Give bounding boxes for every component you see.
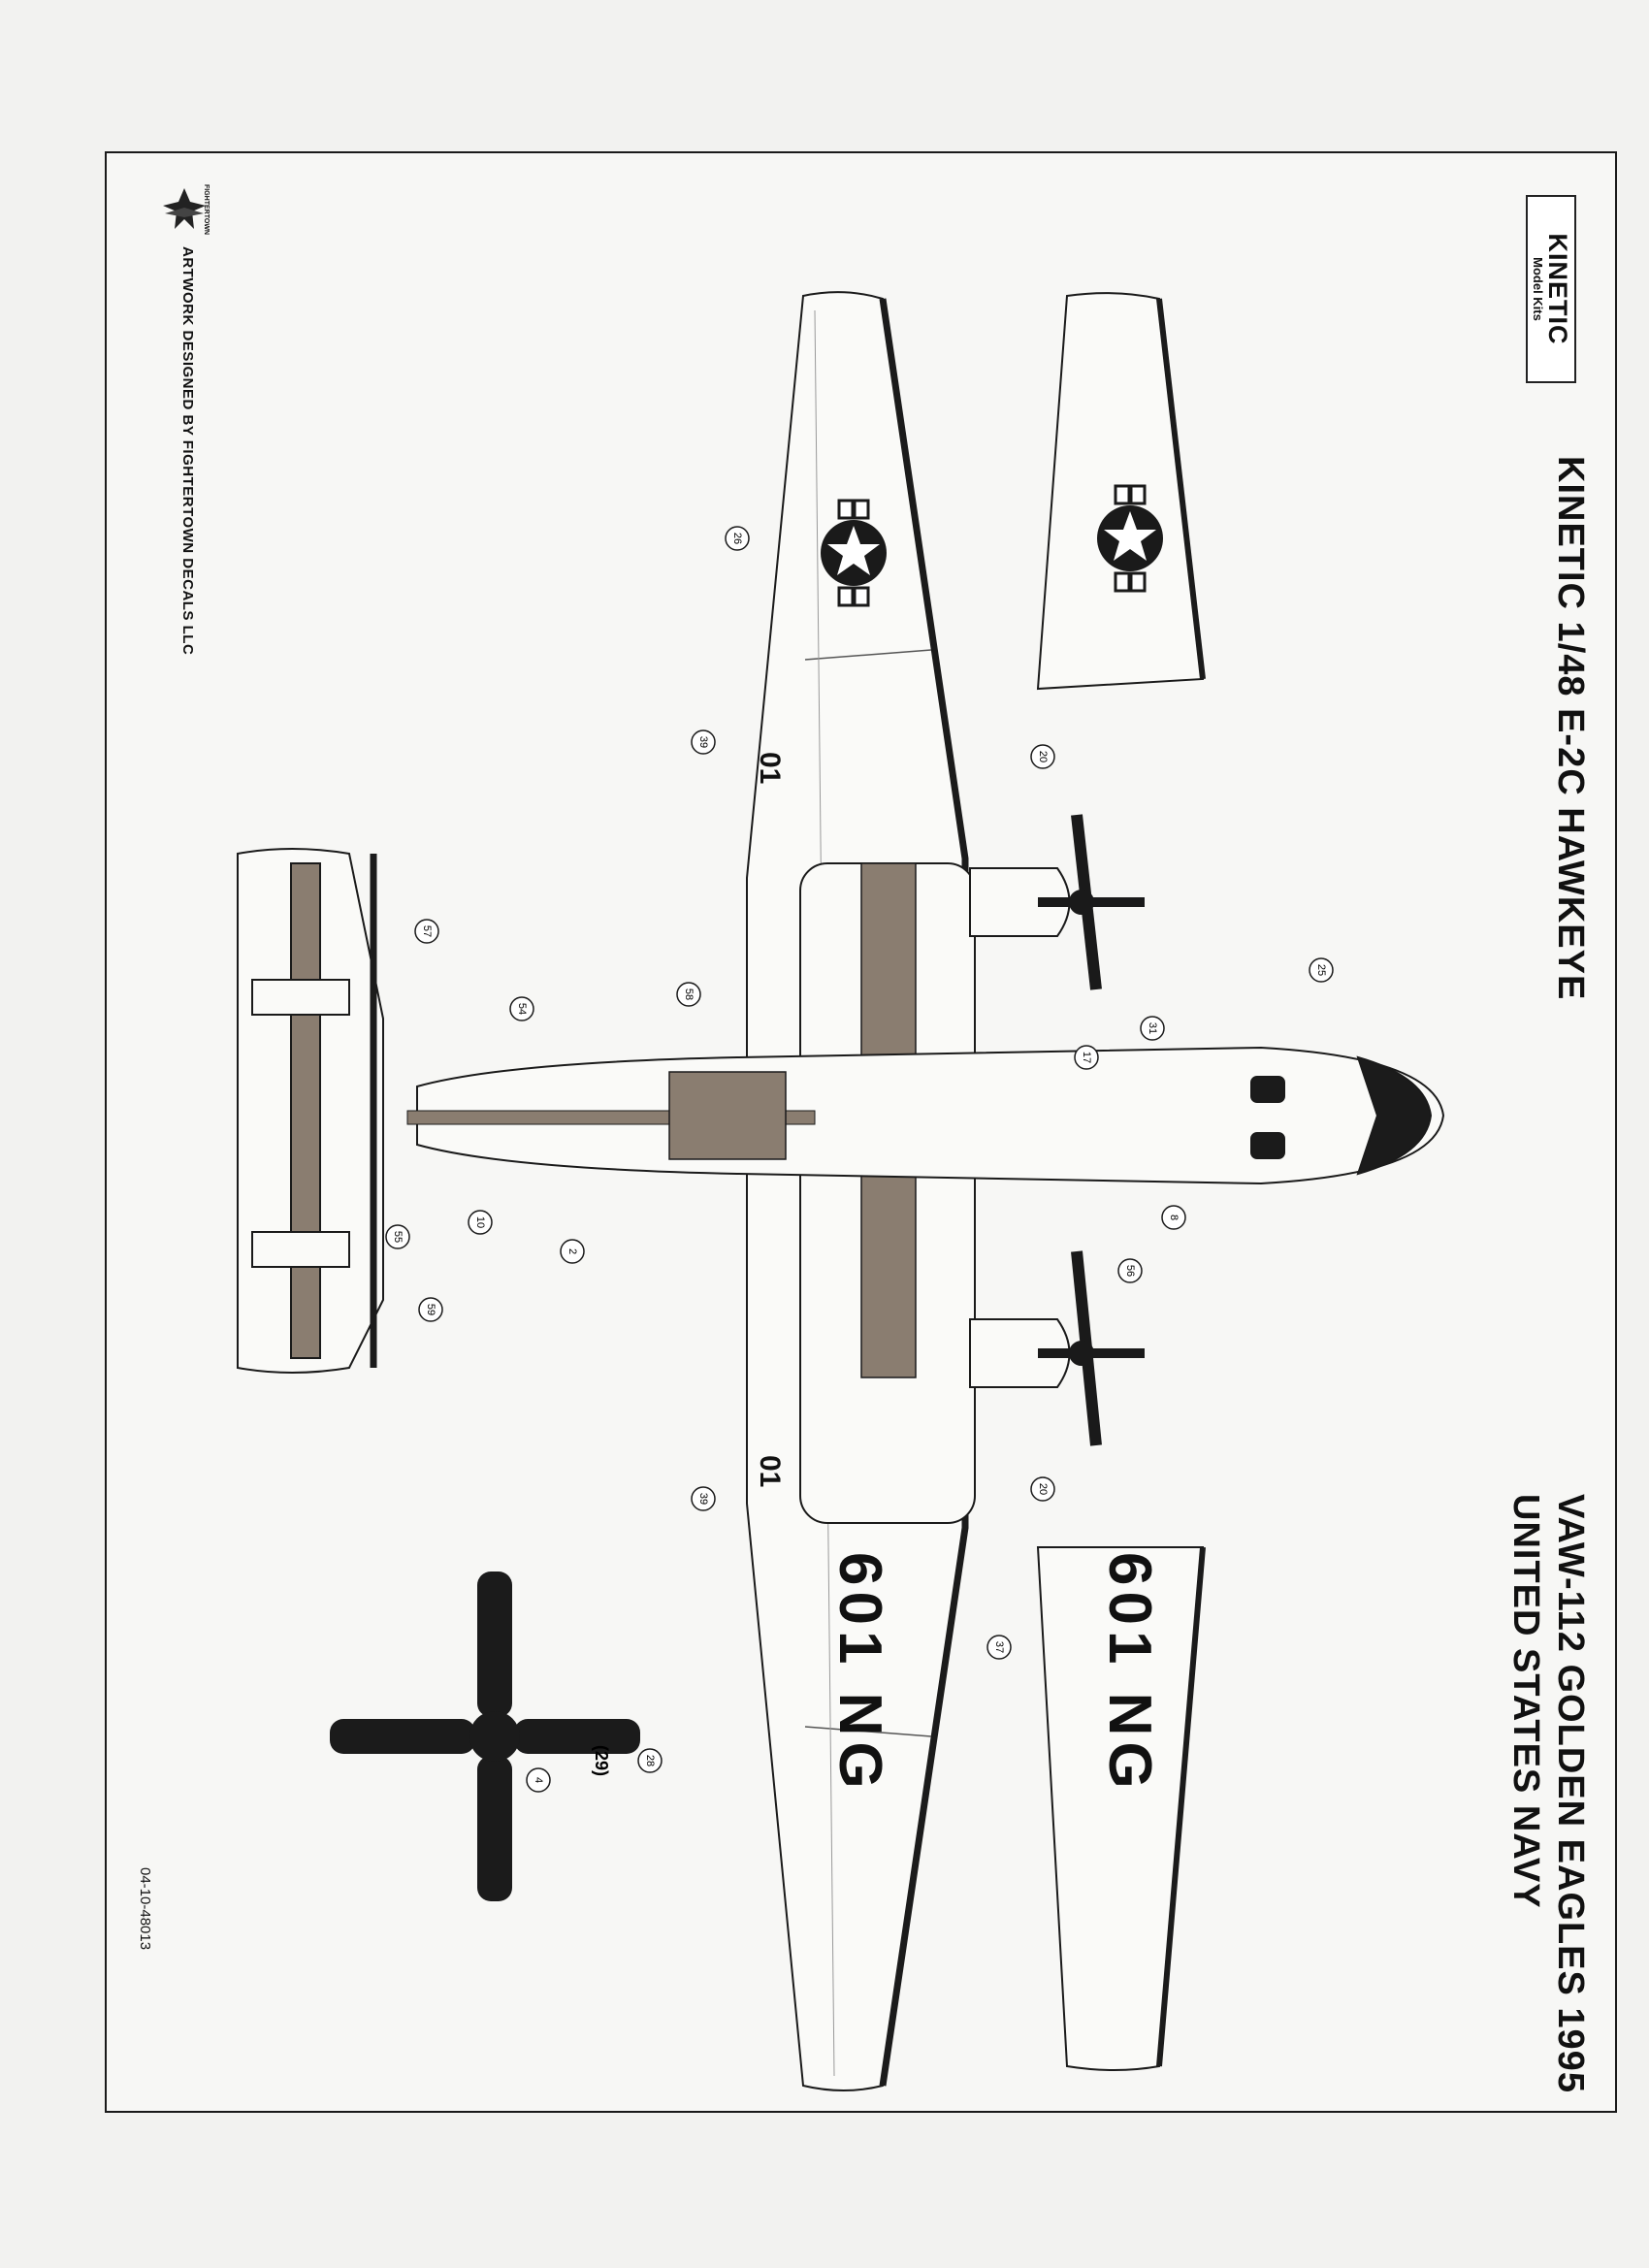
svg-text:57: 57 — [421, 925, 433, 937]
callout-55: 55 — [385, 1224, 410, 1249]
svg-text:39: 39 — [697, 736, 709, 748]
callout-20: 20 — [1030, 744, 1055, 769]
svg-text:55: 55 — [392, 1231, 404, 1243]
svg-text:(29): (29) — [592, 1745, 611, 1776]
svg-text:56: 56 — [1124, 1265, 1136, 1277]
tail-code-panel: 601 NG — [1096, 1552, 1163, 1795]
tail-code-main-wing: 601 NG — [826, 1552, 893, 1795]
svg-text:17: 17 — [1081, 1052, 1092, 1063]
svg-text:26: 26 — [731, 533, 743, 544]
svg-text:4: 4 — [533, 1777, 544, 1783]
callout-4: 4 — [526, 1767, 551, 1793]
modex-upper: 01 — [754, 752, 786, 785]
svg-text:25: 25 — [1315, 964, 1327, 976]
callout-8: 8 — [1161, 1205, 1186, 1230]
kinetic-logo: KINETIC Model Kits — [1526, 195, 1576, 383]
callout-25: 25 — [1309, 957, 1334, 983]
svg-text:58: 58 — [683, 988, 695, 1000]
spare-propeller — [330, 1571, 640, 1901]
tail-assembly — [237, 848, 384, 1374]
engine-nacelle-left — [969, 814, 1145, 990]
svg-text:28: 28 — [644, 1755, 656, 1766]
svg-text:2: 2 — [566, 1248, 578, 1254]
callout-10: 10 — [468, 1210, 493, 1235]
callout-26: 26 — [725, 526, 750, 551]
callout-57: 57 — [414, 919, 439, 944]
fuselage — [406, 1046, 1445, 1185]
callout-58: 58 — [676, 982, 701, 1007]
svg-text:59: 59 — [425, 1304, 436, 1315]
svg-text:54: 54 — [516, 1003, 528, 1015]
svg-text:20: 20 — [1037, 1483, 1049, 1495]
callout-39: 39 — [691, 729, 716, 755]
wing-center-section — [799, 862, 976, 1524]
callout-39: 39 — [691, 1486, 716, 1511]
callout-20: 20 — [1030, 1476, 1055, 1502]
callout-29: (29) — [592, 1745, 611, 1776]
callout-2: 2 — [560, 1239, 585, 1264]
callout-56: 56 — [1117, 1258, 1143, 1283]
callout-markers: 263920253117585457551028565920393728(29)… — [385, 526, 1334, 1793]
svg-text:10: 10 — [474, 1216, 486, 1228]
svg-text:39: 39 — [697, 1493, 709, 1505]
svg-text:20: 20 — [1037, 751, 1049, 762]
svg-text:37: 37 — [993, 1641, 1005, 1653]
callout-17: 17 — [1074, 1045, 1099, 1070]
callout-31: 31 — [1140, 1016, 1165, 1041]
callout-37: 37 — [986, 1635, 1012, 1660]
outer-wing-panel-bottom — [1036, 1546, 1206, 2071]
svg-text:31: 31 — [1147, 1022, 1158, 1034]
callout-59: 59 — [418, 1297, 443, 1322]
callout-28: 28 — [637, 1748, 663, 1773]
fightertown-logo — [163, 188, 206, 229]
svg-text:8: 8 — [1168, 1215, 1180, 1220]
modex-lower: 01 — [754, 1455, 786, 1488]
engine-nacelle-right — [969, 1250, 1145, 1446]
callout-54: 54 — [509, 996, 534, 1021]
